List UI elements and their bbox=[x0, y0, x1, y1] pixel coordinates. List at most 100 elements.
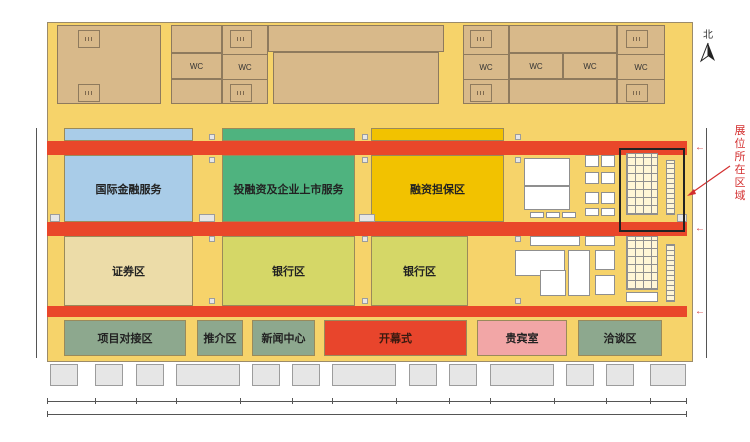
entrance-block bbox=[176, 364, 240, 386]
pillar bbox=[515, 157, 521, 163]
booth bbox=[601, 155, 615, 167]
top-room-5 bbox=[268, 25, 444, 52]
corridor-band bbox=[47, 141, 687, 155]
wc-room: WC bbox=[617, 54, 665, 80]
dimension-tick bbox=[95, 398, 96, 404]
stair-icon bbox=[78, 84, 100, 102]
stair-icon bbox=[626, 84, 648, 102]
entrance-block bbox=[409, 364, 437, 386]
stair-icon bbox=[626, 30, 648, 48]
top-room-9 bbox=[509, 79, 617, 104]
top-room-2 bbox=[171, 25, 222, 53]
dimension-tick bbox=[396, 398, 397, 404]
top-room-1 bbox=[57, 25, 161, 104]
booth-grid bbox=[626, 236, 658, 290]
dimension-line bbox=[47, 414, 687, 415]
stair-icon bbox=[470, 84, 492, 102]
zone-bank-2: 银行区 bbox=[371, 236, 468, 306]
wc-room: WC bbox=[563, 53, 617, 79]
callout-arrow-icon bbox=[687, 165, 731, 196]
zone-negotiation: 洽谈区 bbox=[578, 320, 662, 356]
dimension-tick bbox=[606, 398, 607, 404]
stair-icon bbox=[230, 30, 252, 48]
compass-label: 北 bbox=[703, 30, 713, 41]
booth-area-label: 展位所在区域 bbox=[734, 125, 746, 202]
pillar bbox=[209, 236, 215, 242]
wc-room: WC bbox=[222, 54, 268, 80]
entrance-block bbox=[136, 364, 164, 386]
north-arrow-icon bbox=[699, 42, 715, 63]
zone-top-strip bbox=[371, 128, 504, 141]
top-room-8 bbox=[509, 25, 617, 53]
dimension-tick bbox=[332, 398, 333, 404]
zone-securities: 证券区 bbox=[64, 236, 193, 306]
entrance-block bbox=[606, 364, 634, 386]
wc-room: WC bbox=[509, 53, 563, 79]
dimension-tick bbox=[47, 398, 48, 404]
pillar bbox=[209, 298, 215, 304]
dimension-tick bbox=[292, 398, 293, 404]
zone-guarantee: 融资担保区 bbox=[371, 155, 504, 222]
pillar bbox=[209, 134, 215, 140]
booth bbox=[626, 292, 658, 302]
entrance-block bbox=[332, 364, 396, 386]
pillar bbox=[362, 157, 368, 163]
entrance-block bbox=[650, 364, 686, 386]
booth bbox=[585, 155, 599, 167]
wc-room: WC bbox=[171, 53, 222, 79]
wc-room: WC bbox=[463, 54, 509, 80]
booth bbox=[540, 270, 566, 296]
entrance-block bbox=[292, 364, 320, 386]
dimension-tick bbox=[47, 411, 48, 417]
zone-international-finance: 国际金融服务 bbox=[64, 155, 193, 222]
entrance-arrow-icon: ← bbox=[695, 306, 705, 317]
booth bbox=[585, 208, 599, 216]
stair-icon bbox=[230, 84, 252, 102]
pillar bbox=[515, 298, 521, 304]
booth bbox=[601, 172, 615, 184]
booth-column bbox=[666, 160, 675, 215]
booth bbox=[601, 192, 615, 204]
entrance-block bbox=[50, 364, 78, 386]
stair-icon bbox=[78, 30, 100, 48]
booth bbox=[530, 212, 544, 218]
entrance-block bbox=[566, 364, 594, 386]
zone-top-strip bbox=[222, 128, 355, 141]
zone-project-docking: 项目对接区 bbox=[64, 320, 186, 356]
pillar bbox=[359, 214, 375, 222]
pillar bbox=[199, 214, 215, 222]
pillar bbox=[515, 236, 521, 242]
entrance-block bbox=[449, 364, 477, 386]
zone-vip: 贵宾室 bbox=[477, 320, 567, 356]
booth bbox=[530, 236, 580, 246]
booth bbox=[601, 208, 615, 216]
zone-investment-ipo: 投融资及企业上市服务 bbox=[222, 155, 355, 222]
booth bbox=[585, 192, 599, 204]
corridor-band bbox=[47, 222, 687, 236]
entrance-block bbox=[95, 364, 123, 386]
booth-column bbox=[666, 244, 675, 302]
top-room-3 bbox=[171, 79, 222, 104]
booth bbox=[595, 275, 615, 295]
pillar bbox=[362, 134, 368, 140]
entrance-block bbox=[490, 364, 554, 386]
pillar bbox=[209, 157, 215, 163]
dimension-tick bbox=[490, 398, 491, 404]
zone-promotion: 推介区 bbox=[197, 320, 243, 356]
booth-area-highlight bbox=[619, 148, 685, 232]
pillar bbox=[50, 214, 60, 222]
dimension-tick bbox=[136, 398, 137, 404]
dimension-line bbox=[36, 128, 37, 358]
booth bbox=[546, 212, 560, 218]
compass: 北 bbox=[697, 26, 719, 66]
pillar bbox=[677, 214, 687, 222]
booth bbox=[595, 250, 615, 270]
dimension-tick bbox=[686, 411, 687, 417]
dimension-tick bbox=[650, 398, 651, 404]
booth-grid bbox=[626, 153, 658, 215]
zone-press-center: 新闻中心 bbox=[252, 320, 315, 356]
dimension-tick bbox=[176, 398, 177, 404]
dimension-line bbox=[47, 401, 687, 402]
dimension-line bbox=[706, 128, 707, 358]
top-room-6 bbox=[273, 52, 439, 104]
